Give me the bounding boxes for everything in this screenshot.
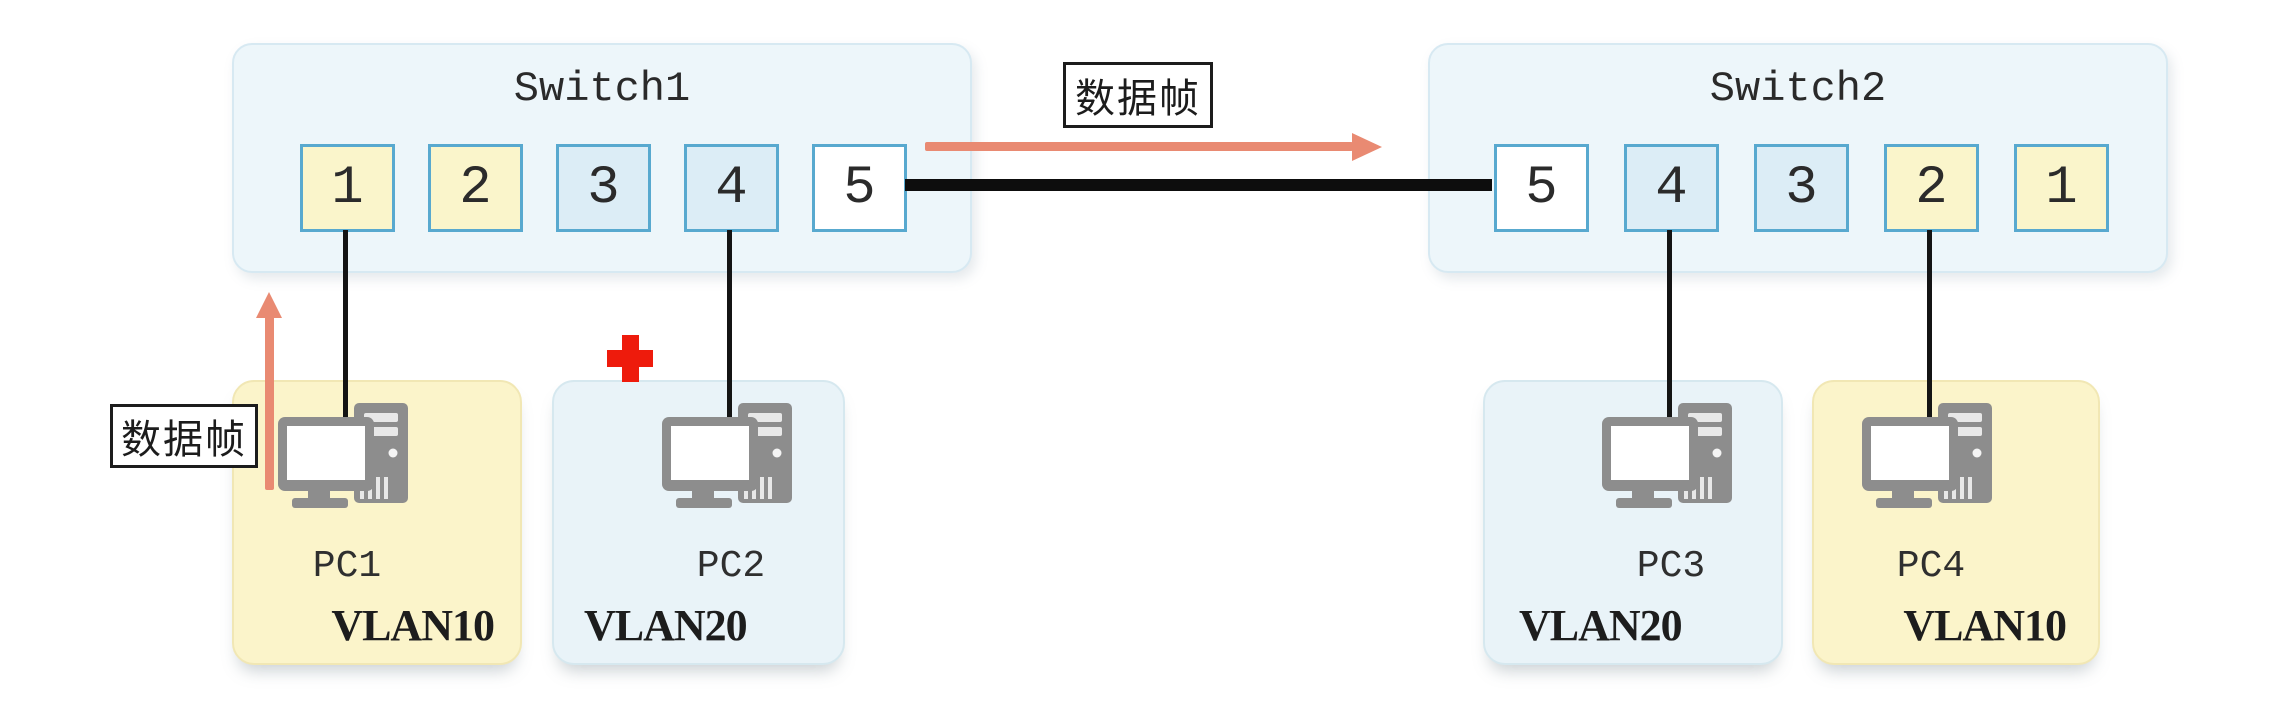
switch2-port-2: 2	[1884, 144, 1979, 232]
cable-switch2-pc3	[1667, 230, 1672, 422]
switch2-port-5: 5	[1494, 144, 1589, 232]
data-frame-arrow-up	[265, 314, 274, 490]
pc2-computer-icon	[662, 403, 792, 508]
data-frame-label-top: 数据帧	[1063, 62, 1213, 128]
pc4-name: PC4	[1896, 545, 1966, 588]
switch2-port-3: 3	[1754, 144, 1849, 232]
cable-switch1-pc1	[343, 230, 348, 422]
pc1-name: PC1	[312, 545, 382, 588]
blocked-cross-icon	[607, 335, 653, 382]
pc3-vlan-label: VLAN20	[1519, 601, 1683, 650]
pc3-card: PC3 VLAN20	[1483, 380, 1783, 665]
data-frame-label-left: 数据帧	[110, 404, 258, 468]
switch1-port-2: 2	[428, 144, 523, 232]
pc4-vlan-label: VLAN10	[1903, 601, 2067, 650]
cable-switch1-pc2	[727, 230, 732, 422]
pc2-vlan-label: VLAN20	[584, 601, 748, 650]
switch2-box: Switch2 5 4 3 2 1	[1428, 43, 2168, 273]
data-frame-arrow-up-head-icon	[256, 292, 282, 318]
switch2-port-1: 1	[2014, 144, 2109, 232]
switch1-port-4: 4	[684, 144, 779, 232]
switch2-title: Switch2	[1709, 65, 1887, 113]
pc3-name: PC3	[1636, 545, 1706, 588]
pc2-name: PC2	[696, 545, 766, 588]
pc1-computer-icon	[278, 403, 408, 508]
data-frame-arrow-right	[925, 142, 1353, 151]
switch1-title: Switch1	[513, 65, 691, 113]
pc3-computer-icon	[1602, 403, 1732, 508]
pc4-computer-icon	[1862, 403, 1992, 508]
blocked-cross-vertical-bar	[622, 335, 639, 382]
pc1-vlan-label: VLAN10	[331, 601, 495, 650]
switch1-port-3: 3	[556, 144, 651, 232]
trunk-link-line	[905, 179, 1492, 191]
switch2-port-4: 4	[1624, 144, 1719, 232]
switch1-port-1: 1	[300, 144, 395, 232]
cable-switch2-pc4	[1927, 230, 1932, 422]
data-frame-arrow-right-head-icon	[1352, 133, 1382, 161]
switch1-port-5: 5	[812, 144, 907, 232]
switch1-box: Switch1 1 2 3 4 5	[232, 43, 972, 273]
